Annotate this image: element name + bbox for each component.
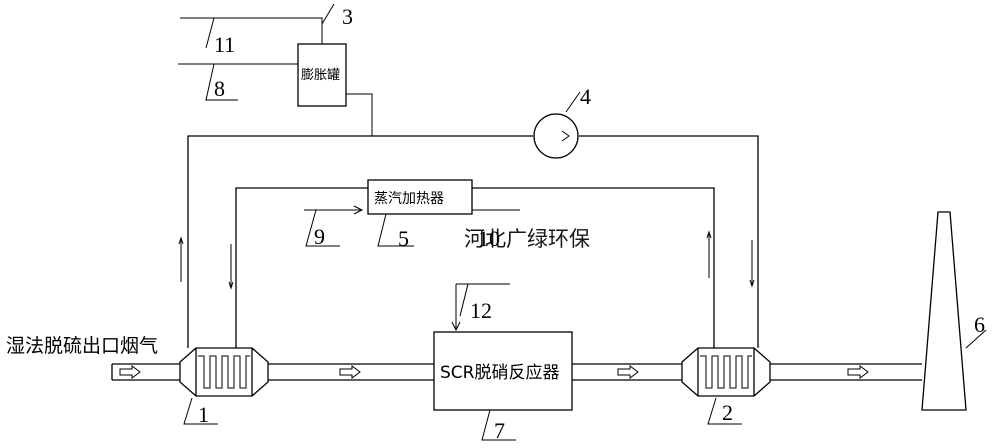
flow-direction-marks <box>178 230 755 290</box>
down-arrow-left <box>228 244 234 290</box>
steam-heater <box>304 179 520 215</box>
flow-arrows <box>119 365 869 379</box>
main-duct <box>111 363 922 381</box>
expansion-tank-label: 膨胀罐 <box>301 68 340 83</box>
flow-arrow-from-scr <box>617 365 639 379</box>
ref-number-1: 1 <box>198 402 209 427</box>
up-arrow-right <box>706 230 712 278</box>
circulation-pump <box>533 113 579 159</box>
ref-number-10: 10 <box>478 226 500 251</box>
stack <box>921 211 967 411</box>
watermark-text: 河北广绿环保 <box>464 227 590 251</box>
flow-arrow-inlet <box>119 365 141 379</box>
inlet-label: 湿法脱硫出口烟气 <box>6 335 158 357</box>
heat-exchanger-1 <box>179 347 269 397</box>
flow-arrow-to-scr <box>339 365 361 379</box>
ref-number-8: 8 <box>214 76 225 101</box>
heat-exchanger-2 <box>681 347 771 397</box>
flow-arrow-to-stack <box>847 365 869 379</box>
expansion-tank <box>178 17 347 107</box>
up-arrow-left <box>178 236 184 282</box>
ref-number-2: 2 <box>722 400 733 425</box>
scr-feed-line <box>451 283 510 332</box>
down-arrow-right <box>749 240 755 288</box>
ref-number-11: 11 <box>214 32 235 57</box>
scr-reactor-label: SCR脱硝反应器 <box>440 363 559 383</box>
ref-number-7: 7 <box>494 418 505 443</box>
ref-number-6: 6 <box>974 312 985 337</box>
ref-number-3: 3 <box>342 4 353 29</box>
scr-reactor <box>433 331 573 411</box>
leader-lines <box>183 3 987 441</box>
steam-heater-label: 蒸汽加热器 <box>374 191 444 207</box>
ref-number-5: 5 <box>398 226 409 251</box>
ref-number-9: 9 <box>314 224 325 249</box>
outer-loop-pipe <box>187 93 759 348</box>
inner-loop-pipe <box>235 187 715 348</box>
ref-number-4: 4 <box>580 84 591 109</box>
ref-number-12: 12 <box>470 298 492 323</box>
